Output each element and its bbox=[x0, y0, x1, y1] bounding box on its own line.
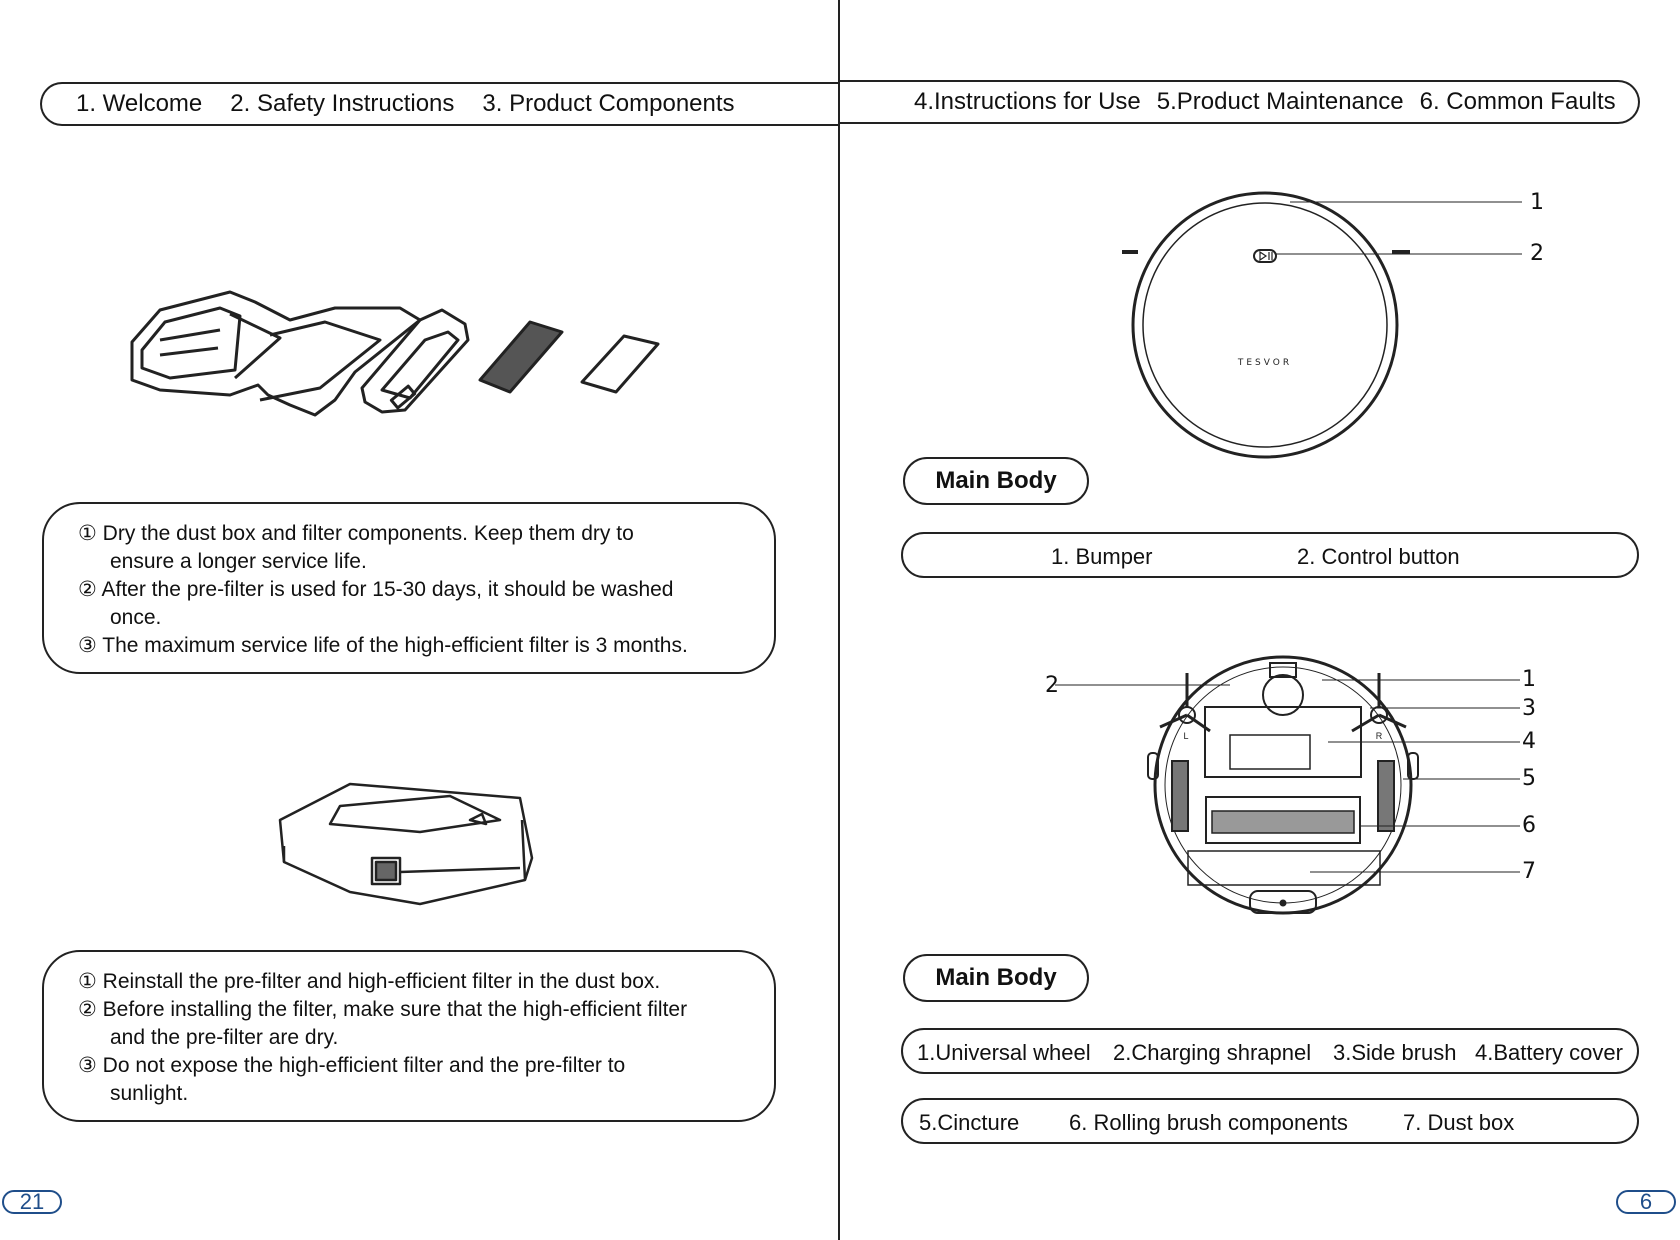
nav-product-components[interactable]: 3. Product Components bbox=[482, 90, 735, 117]
section-nav-right: 4.Instructions for Use 5.Product Mainten… bbox=[838, 80, 1640, 124]
wheel-label-right: R bbox=[1376, 731, 1383, 741]
callout-bottom-7: 7 bbox=[1522, 859, 1536, 884]
note1-line1: ① Dry the dust box and filter components… bbox=[78, 522, 634, 545]
callout-bottom-3: 3 bbox=[1522, 696, 1536, 721]
note1-line2: ensure a longer service life. bbox=[110, 550, 367, 573]
callout-bottom-5: 5 bbox=[1522, 766, 1536, 791]
note2-line1: ① Reinstall the pre-filter and high-effi… bbox=[78, 970, 661, 993]
callout-top-1: 1 bbox=[1530, 190, 1544, 215]
main-body-tag-bottom: Main Body bbox=[903, 954, 1089, 1002]
section-nav-left: 1. Welcome 2. Safety Instructions 3. Pro… bbox=[40, 82, 840, 126]
label-control-button: 2. Control button bbox=[1297, 544, 1460, 569]
nav-instructions-for-use[interactable]: 4.Instructions for Use bbox=[914, 88, 1141, 115]
dust-box-filters-illustration bbox=[130, 290, 660, 417]
label-dust-box: 7. Dust box bbox=[1403, 1110, 1515, 1135]
nav-common-faults[interactable]: 6. Common Faults bbox=[1419, 88, 1616, 115]
note2-line4: ③ Do not expose the high-efficient filte… bbox=[78, 1054, 626, 1077]
center-fold-line bbox=[838, 0, 840, 1240]
page-number-right: 6 bbox=[1616, 1189, 1676, 1214]
callout-bottom-2: 2 bbox=[1045, 673, 1059, 698]
label-rolling-brush-components: 6. Rolling brush components bbox=[1069, 1110, 1348, 1135]
label-universal-wheel: 1.Universal wheel bbox=[917, 1040, 1091, 1065]
dust-box-assembled-illustration bbox=[278, 782, 534, 906]
bottom-view-labels-row2: 5.Cincture 6. Rolling brush components 7… bbox=[901, 1098, 1639, 1144]
bottom-view-labels-row1: 1.Universal wheel 2.Charging shrapnel 3.… bbox=[901, 1028, 1639, 1074]
note1-line5: ③ The maximum service life of the high-e… bbox=[78, 634, 688, 657]
callout-bottom-4: 4 bbox=[1522, 729, 1536, 754]
wheel-label-left: L bbox=[1183, 731, 1188, 741]
note2-line5: sunlight. bbox=[110, 1082, 189, 1105]
robot-bottom-view-illustration: L R bbox=[1055, 655, 1520, 915]
nav-safety-instructions[interactable]: 2. Safety Instructions bbox=[230, 90, 455, 117]
nav-welcome[interactable]: 1. Welcome bbox=[76, 90, 203, 117]
label-charging-shrapnel: 2.Charging shrapnel bbox=[1113, 1040, 1312, 1065]
callout-top-2: 2 bbox=[1530, 241, 1544, 266]
note1-line3: ② After the pre-filter is used for 15-30… bbox=[78, 578, 674, 601]
note2-line3: and the pre-filter are dry. bbox=[110, 1026, 339, 1049]
top-view-labels: 1. Bumper 2. Control button bbox=[901, 532, 1639, 578]
maintenance-note-reinstall: ① Reinstall the pre-filter and high-effi… bbox=[42, 950, 776, 1122]
label-side-brush: 3.Side brush bbox=[1333, 1040, 1457, 1065]
nav-product-maintenance[interactable]: 5.Product Maintenance bbox=[1156, 88, 1404, 115]
note2-line2: ② Before installing the filter, make sur… bbox=[78, 998, 688, 1021]
page-number-left: 21 bbox=[2, 1189, 62, 1214]
callout-bottom-1: 1 bbox=[1522, 667, 1536, 692]
callout-bottom-6: 6 bbox=[1522, 813, 1536, 838]
brand-logo-text: TESVOR bbox=[1237, 358, 1292, 368]
label-battery-cover: 4.Battery cover bbox=[1475, 1040, 1623, 1065]
label-bumper: 1. Bumper bbox=[1051, 544, 1153, 569]
maintenance-note-drying: ① Dry the dust box and filter components… bbox=[42, 502, 776, 674]
note1-line4: once. bbox=[110, 606, 162, 629]
robot-top-view-illustration: TESVOR bbox=[1122, 191, 1522, 459]
label-cincture: 5.Cincture bbox=[919, 1110, 1020, 1135]
main-body-tag-top: Main Body bbox=[903, 457, 1089, 505]
